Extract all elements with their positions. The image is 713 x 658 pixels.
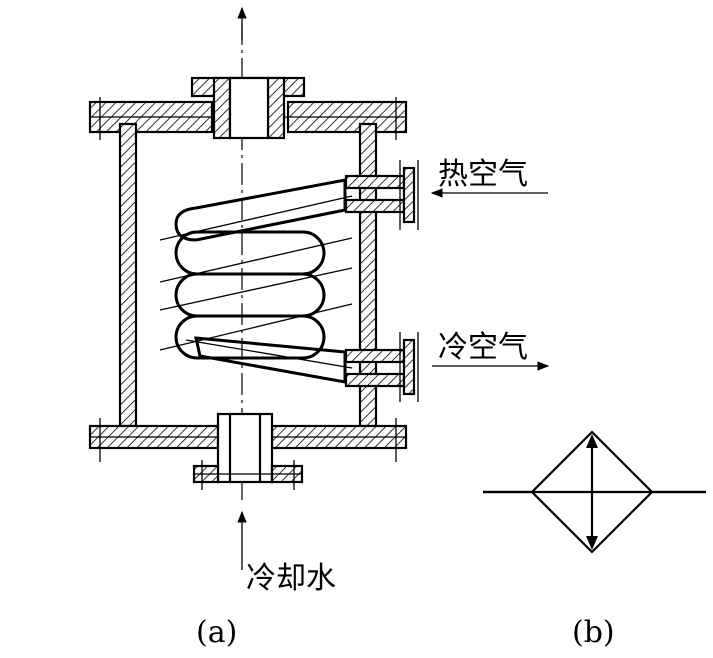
- hot-air-label: 热空气: [438, 157, 528, 192]
- caption-b: (b): [572, 615, 615, 650]
- caption-a: (a): [196, 615, 237, 650]
- heat-exchanger-symbol-b: (b): [483, 430, 706, 650]
- exchanger-a: 热空气 冷空气 冷却水 (a): [88, 6, 550, 650]
- symbol-diamond: [530, 430, 654, 554]
- shell-left-wall: [118, 122, 138, 428]
- cold-air-outlet-nozzle: [344, 332, 419, 402]
- cold-air-label: 冷空气: [438, 330, 528, 365]
- heating-coil: [159, 178, 353, 384]
- bottom-nozzle: [216, 412, 274, 484]
- top-nozzle-right-wall: [266, 76, 286, 140]
- hot-air-inlet-nozzle: [344, 160, 419, 230]
- cooling-water-label: 冷却水: [246, 561, 336, 596]
- top-nozzle-left-wall: [212, 76, 232, 140]
